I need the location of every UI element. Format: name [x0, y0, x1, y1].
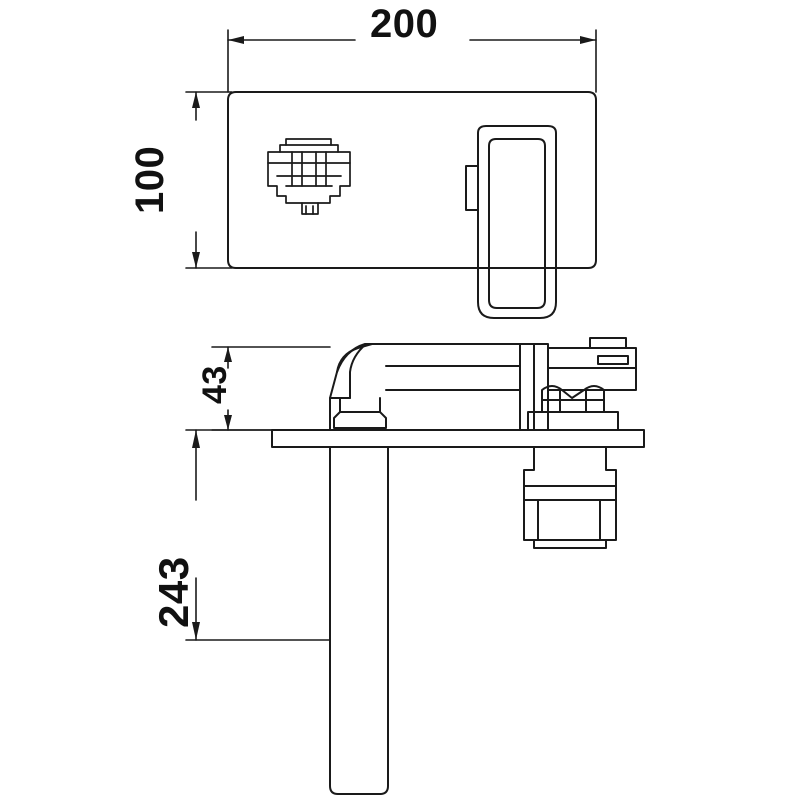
dimension-label-243: 243 [150, 556, 197, 628]
side-elevation-spout-body [329, 343, 549, 431]
side-elevation-escutcheon [527, 337, 637, 431]
dimension-label-200: 200 [370, 2, 439, 46]
dimension-200-group [227, 29, 597, 93]
dimension-label-100: 100 [128, 145, 172, 214]
side-elevation-lower-connector [523, 446, 617, 549]
front-elevation-plate [227, 91, 597, 269]
dimension-label-43: 43 [196, 365, 234, 404]
dimension-100-group [185, 91, 233, 269]
side-elevation-drop-spout [329, 446, 389, 795]
front-elevation-outlet-detail [267, 138, 351, 215]
dimension-243-group [185, 429, 331, 641]
front-elevation-lever-handle [465, 125, 557, 319]
side-elevation-wall-plate-edge [271, 429, 645, 448]
